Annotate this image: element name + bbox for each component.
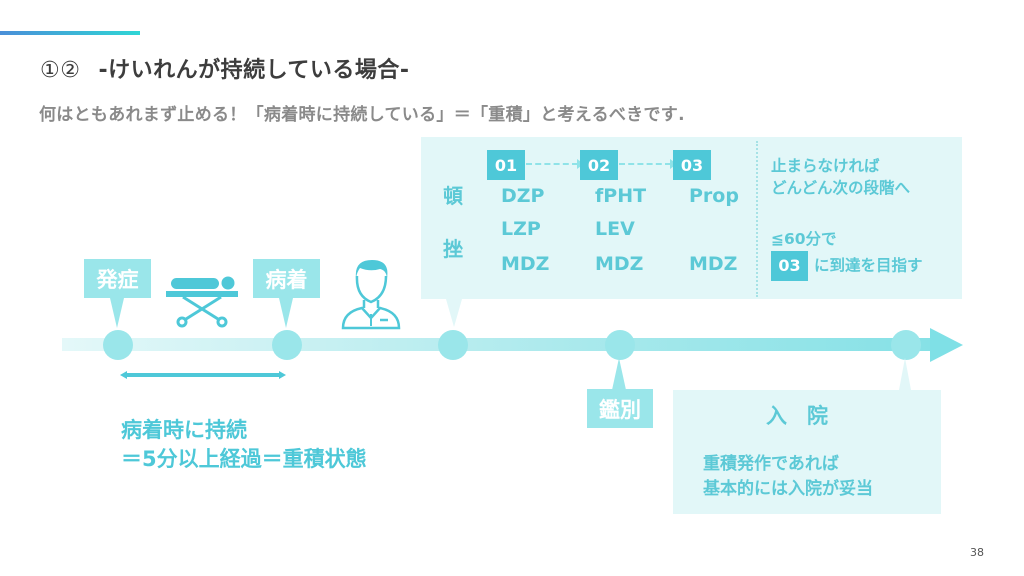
duration-span-arrow <box>120 371 286 379</box>
panel-divider <box>756 141 758 297</box>
step-box-03: 03 <box>673 150 711 180</box>
slide-title: ①② -けいれんが持続している場合- <box>40 52 410 84</box>
note-step-box: 03 <box>771 251 808 281</box>
slide-number-label: ①② <box>40 58 81 83</box>
step-box-02: 02 <box>580 150 618 180</box>
slide-subtitle: 何はともあれまず止める！「病着時に持続している」＝「重積」と考えるべきです. <box>39 105 685 125</box>
drug-step1-c: MDZ <box>501 253 550 275</box>
note-line3: ≦60分で <box>771 230 837 248</box>
note-line4: 03 に到達を目指す <box>771 251 923 281</box>
admission-body: 重積発作であれば 基本的には入院が妥当 <box>703 452 873 502</box>
treatment-label-bottom: 挫 <box>443 237 463 261</box>
arrival-tag: 病着 <box>253 259 320 298</box>
timeline-dot-differential <box>605 330 635 360</box>
timeline-track <box>62 338 932 351</box>
note-line2: どんどん次の段階へ <box>771 179 911 197</box>
timeline-dot-treatment <box>438 330 468 360</box>
timeline-dot-onset <box>103 330 133 360</box>
drug-step2-a: fPHT <box>595 185 647 207</box>
treatment-label-top: 頓 <box>443 184 463 208</box>
note-line1: 止まらなければ <box>771 157 880 175</box>
admission-title: 入院 <box>766 404 848 428</box>
onset-tag: 発症 <box>84 259 151 298</box>
step-box-01: 01 <box>487 150 525 180</box>
duration-text: 病着時に持続 ＝5分以上経過＝重積状態 <box>121 416 367 474</box>
duration-line2: ＝5分以上経過＝重積状態 <box>121 447 367 471</box>
doctor-icon <box>341 260 401 330</box>
step-arrow-1 <box>526 159 584 169</box>
timeline-dot-admission <box>891 330 921 360</box>
page-number: 38 <box>970 546 984 559</box>
admission-line2: 基本的には入院が妥当 <box>703 479 873 499</box>
admission-panel-pointer <box>899 358 911 390</box>
drug-step1-b: LZP <box>501 218 541 240</box>
admission-line1: 重積発作であれば <box>703 454 839 474</box>
stretcher-icon <box>166 276 238 328</box>
step-arrow-2 <box>619 159 677 169</box>
differential-tag: 鑑別 <box>587 389 653 428</box>
timeline-dot-arrival <box>272 330 302 360</box>
treatment-panel-pointer <box>446 299 462 327</box>
onset-tag-pointer <box>110 298 124 328</box>
accent-bar <box>0 31 140 35</box>
duration-line1: 病着時に持続 <box>121 418 247 442</box>
drug-step3-c: MDZ <box>689 253 738 275</box>
drug-step2-c: MDZ <box>595 253 644 275</box>
timeline-arrowhead <box>930 328 963 362</box>
slide-title-text: -けいれんが持続している場合- <box>98 58 410 83</box>
drug-step3-a: Prop <box>689 185 739 207</box>
drug-step1-a: DZP <box>501 185 545 207</box>
differential-tag-pointer <box>612 358 626 390</box>
admission-panel <box>673 390 941 514</box>
arrival-tag-pointer <box>279 298 293 328</box>
drug-step2-b: LEV <box>595 218 635 240</box>
note-line4-text: に到達を目指す <box>814 256 923 275</box>
